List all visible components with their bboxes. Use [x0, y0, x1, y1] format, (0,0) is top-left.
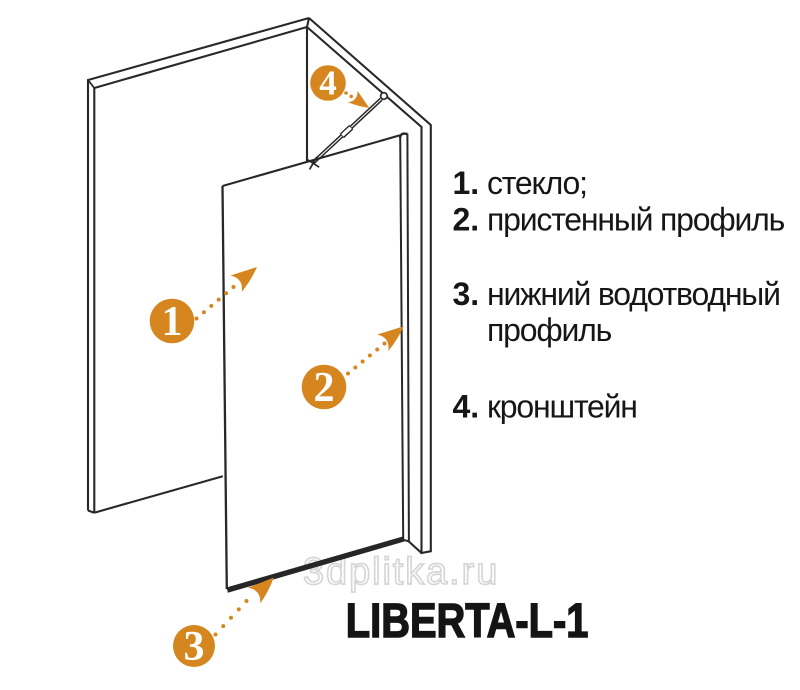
svg-text:нижний водотводный: нижний водотводный [487, 276, 780, 312]
svg-text:профиль: профиль [487, 312, 612, 348]
svg-text:4: 4 [319, 64, 337, 103]
svg-text:2.: 2. [453, 202, 480, 238]
svg-text:3: 3 [184, 624, 205, 670]
svg-text:1.: 1. [453, 165, 480, 201]
svg-text:2: 2 [314, 365, 335, 411]
svg-text:пристенный профиль: пристенный профиль [487, 202, 785, 238]
svg-text:3.: 3. [453, 276, 480, 312]
svg-text:LIBERTA-L-1: LIBERTA-L-1 [346, 595, 589, 648]
svg-text:1: 1 [162, 299, 183, 345]
svg-text:стекло;: стекло; [487, 165, 587, 201]
svg-text:4.: 4. [453, 389, 480, 425]
svg-text:кронштейн: кронштейн [487, 389, 637, 425]
